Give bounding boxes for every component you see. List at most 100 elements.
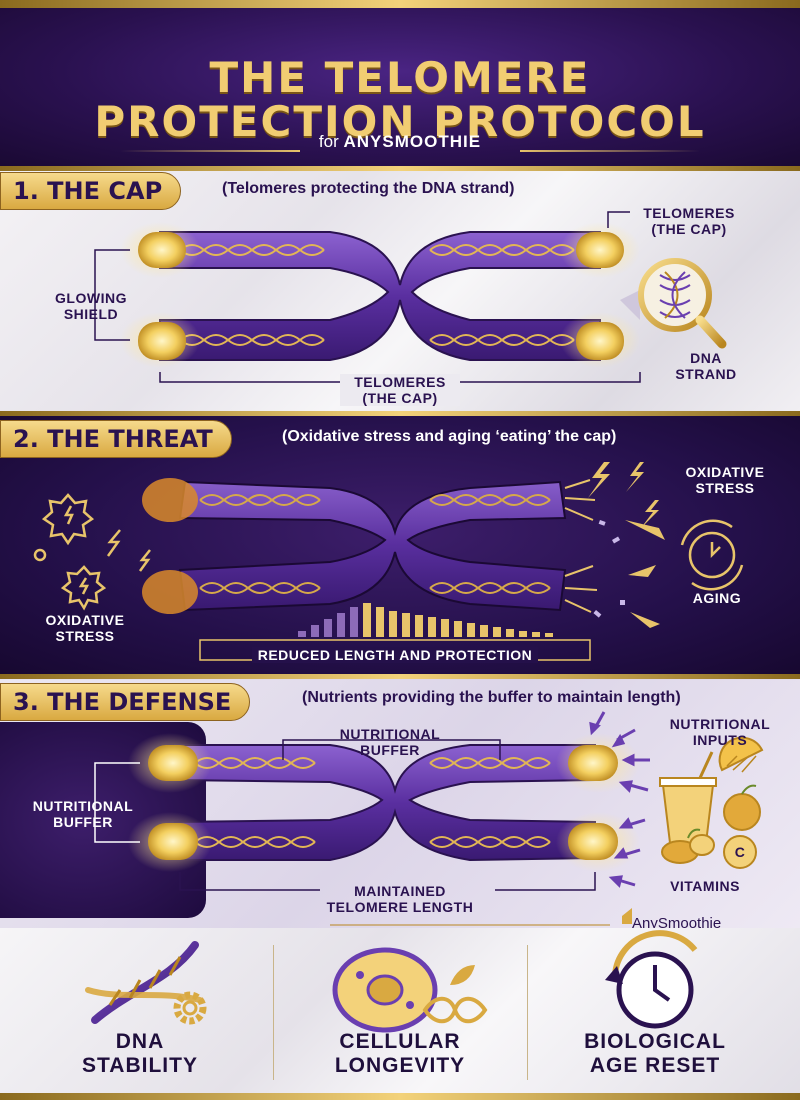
- section2-tab: 2. THE THREAT: [0, 420, 232, 458]
- label-nutritional-buffer-top: NUTRITIONAL BUFFER: [315, 726, 465, 758]
- chromosome-defended: [94, 733, 640, 926]
- decorative-bar: [428, 617, 436, 637]
- decorative-bar: [402, 613, 410, 637]
- decorative-bar: [545, 633, 553, 637]
- orange-slice-icon: [718, 736, 764, 773]
- label-buffer-left-line1: NUTRITIONAL: [32, 798, 134, 814]
- footer-item-1-line1: DNA: [115, 1030, 165, 1053]
- magnifier-icon: [620, 258, 727, 349]
- decorative-bar: [324, 619, 332, 637]
- label-oxidative-right-line2: STRESS: [695, 480, 755, 496]
- label-telomeres-bottom-line1: TELOMERES: [354, 374, 446, 390]
- label-inputs-line1: NUTRITIONAL: [669, 716, 771, 732]
- top-gold-bar: [0, 0, 800, 8]
- subtitle-prefix: for: [318, 132, 339, 151]
- label-oxidative-stress-right: OXIDATIVE STRESS: [670, 464, 780, 496]
- section1-description: (Telomeres protecting the DNA strand): [222, 180, 515, 197]
- decorative-bar: [532, 632, 540, 637]
- label-glowing-shield-line1: GLOWING: [55, 290, 127, 306]
- label-maintained-line1: MAINTAINED: [354, 883, 446, 899]
- label-oxidative-stress-left: OXIDATIVE STRESS: [30, 612, 140, 644]
- nutrient-arrows: [589, 711, 650, 888]
- label-telomeres-bottom: TELOMERES (THE CAP): [340, 374, 460, 406]
- label-telomeres-top-line2: (THE CAP): [651, 221, 727, 237]
- footer-item-3-line1: BIOLOGICAL: [584, 1030, 726, 1053]
- label-dna-strand: DNA STRAND: [666, 350, 746, 382]
- vitamin-pills-icon: [661, 828, 757, 869]
- subtitle: for ANYSMOOTHIE: [0, 132, 800, 152]
- footer-divider-1: [273, 945, 274, 1080]
- label-aging: AGING: [692, 590, 742, 606]
- footer-item-biological-age-reset: BIOLOGICAL AGE RESET: [550, 1030, 760, 1078]
- vitamin-c-letter: C: [734, 844, 746, 860]
- label-buffer-top-line1: NUTRITIONAL: [339, 726, 441, 742]
- title-line-1: THE TELOMERE: [209, 53, 591, 102]
- label-glowing-shield-line2: SHIELD: [63, 306, 119, 322]
- decorative-bar: [441, 619, 449, 637]
- footer-item-1-line2: STABILITY: [82, 1054, 198, 1077]
- title-line-2: PROTECTION PROTOCOL: [94, 97, 706, 146]
- label-inputs-line2: INPUTS: [692, 732, 748, 748]
- label-oxidative-left-line1: OXIDATIVE: [45, 612, 125, 628]
- label-reduced-length-text: REDUCED LENGTH AND PROTECTION: [251, 647, 539, 663]
- header: THE TELOMERE PROTECTION PROTOCOL: [0, 8, 800, 166]
- footer-item-2-line2: LONGEVITY: [334, 1054, 466, 1077]
- aging-clock-icon: [680, 519, 744, 591]
- bottom-gold-bar: [0, 1093, 800, 1100]
- label-buffer-left-line2: BUFFER: [53, 814, 113, 830]
- header-gold-bar: [0, 166, 800, 171]
- anysmoothie-logo-icon: [622, 908, 632, 924]
- chromosome-damaged: [142, 478, 625, 618]
- decorative-bar: [350, 607, 358, 637]
- label-vitamins: VITAMINS: [670, 878, 740, 894]
- decorative-bar: [454, 621, 462, 637]
- decorative-bar: [506, 629, 514, 637]
- brand-anysmoothie: AnySmoothie: [632, 915, 722, 932]
- oxidative-stress-icons-right: [588, 462, 665, 628]
- section3-gold-bar: [0, 674, 800, 679]
- shrinking-bars: [298, 603, 553, 637]
- section1-tab: 1. THE CAP: [0, 172, 182, 210]
- subtitle-rule-left: [120, 150, 300, 152]
- label-maintained-length: MAINTAINED TELOMERE LENGTH: [310, 883, 490, 915]
- decorative-bar: [493, 627, 501, 637]
- oxidative-stress-icons-left: [33, 493, 151, 611]
- label-oxidative-left-line2: STRESS: [55, 628, 115, 644]
- decorative-bar: [480, 625, 488, 637]
- label-telomeres-top-line1: TELOMERES: [643, 205, 735, 221]
- decorative-bar: [311, 625, 319, 637]
- label-dna-strand-line1: DNA: [690, 350, 722, 366]
- footer-item-dna-stability: DNA STABILITY: [50, 1030, 230, 1078]
- label-maintained-line2: TELOMERE LENGTH: [326, 899, 474, 915]
- footer-divider-2: [527, 945, 528, 1080]
- section3-tab: 3. THE DEFENSE: [0, 683, 251, 721]
- decorative-bar: [389, 611, 397, 637]
- footer-item-cellular-longevity: CELLULAR LONGEVITY: [300, 1030, 500, 1078]
- label-nutritional-inputs: NUTRITIONAL INPUTS: [660, 716, 780, 748]
- label-telomeres-bottom-line2: (THE CAP): [362, 390, 438, 406]
- section3-description: (Nutrients providing the buffer to maint…: [302, 689, 681, 706]
- decorative-bar: [415, 615, 423, 637]
- decorative-bar: [519, 631, 527, 637]
- footer-item-2-line1: CELLULAR: [339, 1030, 461, 1053]
- subtitle-brand: ANYSMOOTHIE: [343, 132, 482, 151]
- label-dna-strand-line2: STRAND: [675, 366, 737, 382]
- label-nutritional-buffer-left: NUTRITIONAL BUFFER: [28, 798, 138, 830]
- smoothie-cup-icon: [659, 751, 717, 844]
- label-telomeres-top: TELOMERES (THE CAP): [634, 205, 744, 237]
- chromosome-cap: [94, 211, 641, 383]
- decorative-bar: [376, 607, 384, 637]
- label-glowing-shield: GLOWING SHIELD: [46, 290, 136, 322]
- decorative-bar: [467, 623, 475, 637]
- decorative-bar: [363, 603, 371, 637]
- label-reduced-length: REDUCED LENGTH AND PROTECTION: [200, 647, 590, 663]
- footer-item-3-line2: AGE RESET: [589, 1054, 721, 1077]
- label-oxidative-right-line1: OXIDATIVE: [685, 464, 765, 480]
- section2-description: (Oxidative stress and aging ‘eating’ the…: [282, 428, 617, 445]
- label-buffer-top-line2: BUFFER: [360, 742, 420, 758]
- decorative-bar: [298, 631, 306, 637]
- section2-gold-bar: [0, 411, 800, 416]
- apple-icon: [723, 784, 761, 831]
